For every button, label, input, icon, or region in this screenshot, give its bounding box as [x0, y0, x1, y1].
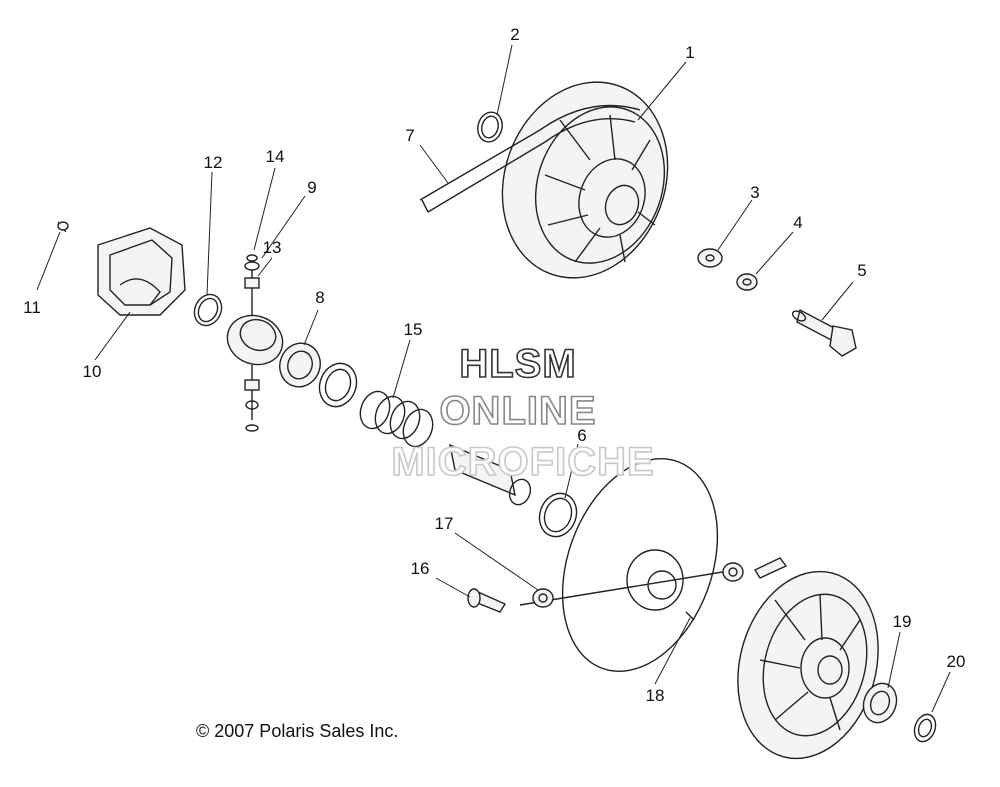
callout-11: 11 [23, 298, 41, 317]
callout-5: 5 [857, 261, 866, 280]
watermark-line-2: ONLINE [439, 389, 596, 433]
part-7-drive-belt [419, 104, 641, 213]
callout-20: 20 [947, 652, 966, 671]
part-3-washer [697, 248, 723, 268]
part-17-roller [532, 588, 554, 608]
callout-3: 3 [750, 183, 759, 202]
watermark-line-3: MICROFICHE [391, 440, 654, 484]
part-2-ring [477, 111, 503, 143]
part-10-cover-plate [97, 227, 186, 316]
copyright-notice: © 2007 Polaris Sales Inc. [196, 721, 398, 741]
part-15-spring [359, 390, 434, 448]
callout-7: 7 [405, 126, 414, 145]
part-roller-right [722, 557, 788, 582]
watermark: HLSM ONLINE MICROFICHE [391, 341, 655, 485]
watermark-line-1: HLSM [459, 342, 576, 386]
part-16-pin [467, 588, 507, 613]
callout-9: 9 [307, 178, 316, 197]
callout-4: 4 [793, 213, 802, 232]
part-20-snap-ring [913, 713, 937, 743]
part-fixed-sheave [737, 570, 879, 760]
part-1-drive-sheave [501, 81, 669, 279]
callout-10: 10 [83, 362, 102, 381]
part-moveable-sheave [519, 458, 736, 672]
callout-16: 16 [411, 559, 430, 578]
callout-17: 17 [435, 514, 454, 533]
part-8-shim-plate [279, 342, 321, 388]
callout-labels: 1 2 3 4 5 6 7 8 9 10 11 12 13 14 15 16 1… [23, 25, 965, 705]
part-19-bearing [862, 682, 898, 724]
spider-roller-assembly [226, 254, 284, 432]
callout-13: 13 [263, 238, 282, 257]
part-shaft [449, 443, 532, 506]
part-11-screw [57, 221, 69, 233]
part-shim-ring [318, 362, 358, 408]
callout-19: 19 [893, 612, 912, 631]
callout-2: 2 [510, 25, 519, 44]
callout-8: 8 [315, 288, 324, 307]
part-4-washer [736, 273, 758, 291]
part-5-bolt [791, 308, 857, 357]
part-12-ring [193, 293, 223, 327]
part-18-small-pin [685, 611, 695, 621]
leader-lines [36, 44, 951, 713]
callout-18: 18 [646, 686, 665, 705]
callout-14: 14 [266, 147, 285, 166]
callout-1: 1 [685, 43, 694, 62]
callout-12: 12 [204, 153, 223, 172]
callout-15: 15 [404, 320, 423, 339]
callout-6: 6 [577, 426, 586, 445]
